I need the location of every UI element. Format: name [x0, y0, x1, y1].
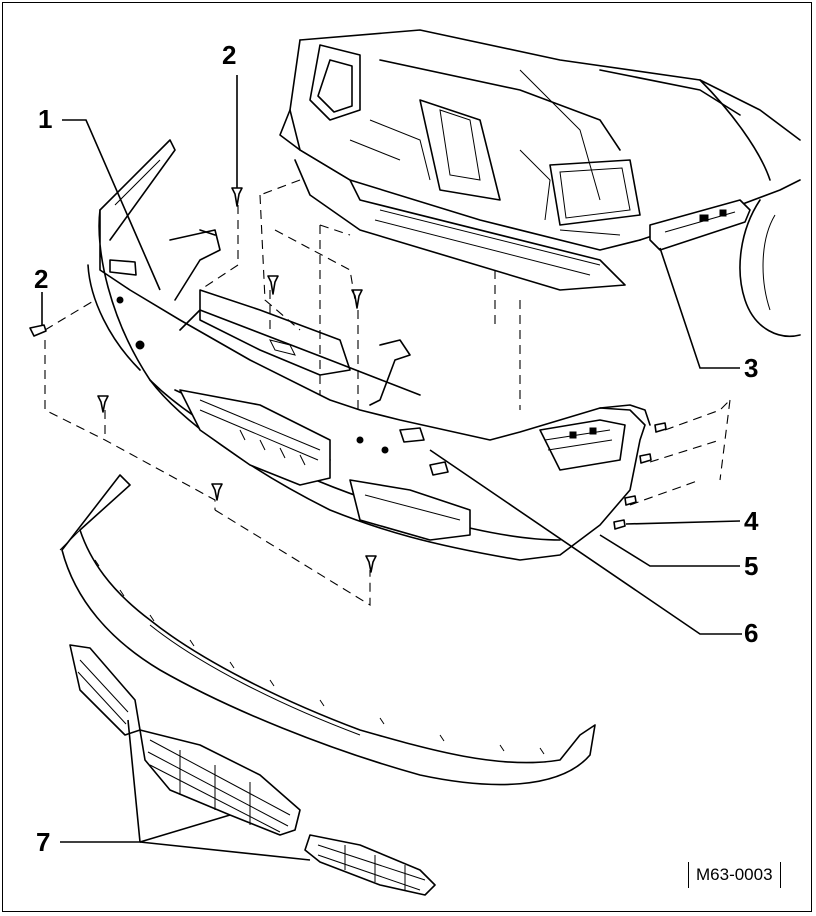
bumper-cover [87, 139, 651, 561]
screws [29, 187, 667, 573]
assembly-lines [44, 179, 731, 606]
part-label-7: 7 [36, 827, 51, 857]
part-label-6: 6 [744, 618, 759, 648]
part-label-5: 5 [744, 551, 759, 581]
part-label-4: 4 [744, 506, 759, 536]
side-bracket [649, 199, 751, 251]
part-label-1: 1 [38, 104, 53, 134]
part-label-2-top: 2 [222, 40, 237, 70]
leader-lines [41, 75, 742, 861]
car-front-body [279, 29, 801, 337]
spoiler-trim [59, 474, 596, 786]
part-label-3: 3 [744, 353, 759, 383]
grille-inserts [69, 644, 436, 896]
part-label-2-left: 2 [34, 264, 49, 294]
reference-code: M63-0003 [688, 862, 781, 888]
